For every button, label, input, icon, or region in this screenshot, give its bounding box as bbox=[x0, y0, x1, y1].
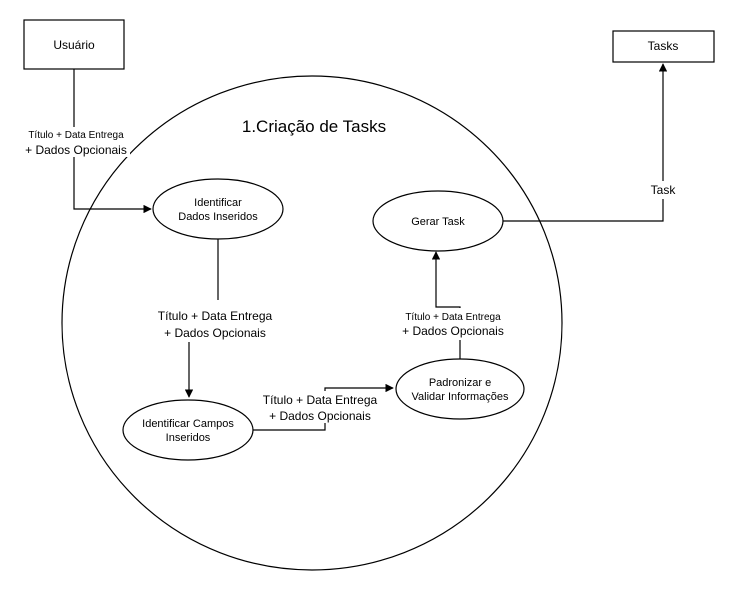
entity-tasks-label: Tasks bbox=[648, 39, 679, 53]
entity-usuario[interactable] bbox=[23, 19, 125, 70]
flow-gerar-label: Task bbox=[651, 183, 677, 197]
process-title: 1.Criação de Tasks bbox=[242, 117, 386, 136]
flow-campos-label-line2: + Dados Opcionais bbox=[269, 409, 371, 423]
flow-identificar-label-line1: Título + Data Entrega bbox=[158, 309, 273, 323]
entity-usuario-label: Usuário bbox=[53, 38, 95, 52]
flow-usuario-to-identificar-dados bbox=[73, 69, 152, 214]
process-identificar-campos-line2: Inseridos bbox=[166, 432, 211, 444]
flow-campos-label-line1: Título + Data Entrega bbox=[263, 393, 378, 407]
flow-padronizar-label-bg bbox=[396, 308, 516, 340]
entity-tasks[interactable] bbox=[612, 30, 715, 63]
process-padronizar-line1: Padronizar e bbox=[429, 377, 491, 389]
flow-usuario-label-line2: + Dados Opcionais bbox=[25, 143, 127, 157]
flow-usuario-label-line1: Título + Data Entrega bbox=[28, 130, 124, 141]
process-padronizar-line2: Validar Informações bbox=[411, 391, 509, 403]
process-gerar-task-label: Gerar Task bbox=[411, 216, 465, 228]
flow-gerar-to-tasks bbox=[503, 63, 668, 222]
flow-gerar-label-bg bbox=[645, 181, 681, 199]
flow-identificar-to-campos-lower bbox=[189, 239, 219, 397]
process-identificar-dados-line1: Identificar bbox=[194, 197, 242, 209]
flow-identificar-label-line2: + Dados Opcionais bbox=[164, 326, 266, 340]
flow-padronizar-label-line1: Título + Data Entrega bbox=[405, 312, 501, 323]
process-identificar-dados-line2: Dados Inseridos bbox=[178, 211, 258, 223]
flow-padronizar-label-line2: + Dados Opcionais bbox=[402, 324, 504, 338]
process-padronizar-validar[interactable] bbox=[395, 358, 525, 420]
process-identificar-dados[interactable] bbox=[152, 178, 284, 240]
flow-usuario-label-bg bbox=[22, 127, 130, 157]
process-identificar-campos[interactable] bbox=[122, 399, 254, 461]
process-identificar-campos-line1: Identificar Campos bbox=[142, 418, 234, 430]
flow-campos-label-bg bbox=[256, 391, 382, 423]
